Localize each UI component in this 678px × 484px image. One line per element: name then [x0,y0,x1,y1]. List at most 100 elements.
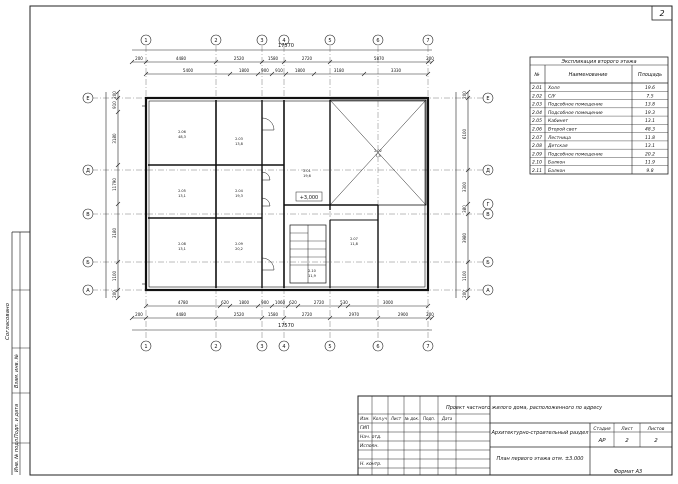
explication-table: Экспликация второго этажа № Наименование… [529,56,669,175]
explication-header-area: Площадь [638,72,662,78]
dimension-label: 380 [462,205,467,213]
grid-axis-label: А [86,288,90,294]
dimension-label: 3330 [391,68,402,73]
grid-axis-marker [82,164,94,176]
title-block-text: Проект частного жилого дома, расположенн… [360,405,665,475]
dimension-label: 2720 [302,312,313,317]
explication-header-name: Наименование [569,72,608,78]
grid-axis-marker [422,340,434,352]
grid-axis-marker [324,340,336,352]
grid-axis-marker [482,92,494,104]
svg-text:19,3: 19,3 [235,194,243,198]
grid-axis-label: Д [86,168,90,174]
dimension-label: 1580 [268,312,279,317]
dimension-label: 3180 [112,227,117,238]
tb-role-head: Нач. отд. [360,434,382,440]
sheet-header: Лист [620,426,633,432]
svg-text:2.01: 2.01 [303,169,311,173]
grid-axis-label: Г [486,202,489,208]
dimension-tick [269,303,275,309]
dimension-label: 1060 [275,300,286,305]
dimension-label: 620 [221,300,229,305]
grid-axis-marker [82,256,94,268]
svg-text:11,8: 11,8 [350,242,358,246]
grid-axis-marker [482,164,494,176]
dimension-tick [465,167,471,173]
dimension-label: 1800 [239,300,250,305]
table-cell-num: 2.11 [532,168,542,174]
dimension-tick [129,59,135,65]
tb-header-list: Лист [390,416,402,421]
grid-axis-marker [82,284,94,296]
dimension-tick [295,303,301,309]
grid-axis-marker [210,340,222,352]
tb-header-kol: Кол.уч [373,416,387,421]
dimension-label: 200 [135,312,143,317]
grid-axis-label: 4 [282,38,285,44]
table-cell-area: 11.8 [645,135,655,141]
dimension-tick [429,315,435,321]
dimension-tick [143,303,149,309]
dimension-label: 200 [462,290,467,298]
table-cell-name: Балкон [548,168,565,174]
svg-text:13,1: 13,1 [178,247,186,251]
dimension-label: 2720 [314,300,325,305]
grid-axis-label: 1 [144,38,147,44]
grid-axis-marker [210,34,222,46]
table-cell-num: 2.02 [532,93,542,99]
dimension-label: 3000 [383,300,394,305]
grid-axis-label: 2 [214,38,217,44]
dimension-label: 4480 [176,312,187,317]
grid-axis-label: Б [486,260,490,266]
grid-axis-marker [324,34,336,46]
table-cell-area: 13.1 [645,118,655,124]
table-cell-num: 2.01 [532,85,542,91]
grid-axis-marker [372,34,384,46]
table-cell-area: 48.3 [645,127,655,133]
dimension-label: 5400 [183,68,194,73]
dimension-label: 200 [426,312,434,317]
dimension-tick [213,59,219,65]
grid-axis-label: В [486,212,490,218]
svg-text:2.04: 2.04 [235,189,244,193]
level-mark-text: +3,000 [300,195,319,201]
dimension-tick [227,71,233,77]
dimension-label: 910 [275,68,283,73]
side-stamp-inv-orig: Инв. № подл. [14,438,20,473]
grid-axis-label: 4 [282,344,285,350]
svg-text:19,6: 19,6 [303,174,311,178]
side-stamp: Согласовано Взам. инв. № Подп. и дата Ин… [5,231,30,475]
grid-axis-label: 5 [328,38,331,44]
dimension-tick [283,71,289,77]
level-mark: +3,000 [295,191,323,202]
grid-axis-marker [140,340,152,352]
grid-axis-label: 3 [260,344,263,350]
table-cell-num: 2.05 [532,118,542,124]
dimension-label: 200 [462,91,467,99]
section-name: Архитектурно-строительный раздел [491,430,590,436]
dimension-label: 3180 [334,68,345,73]
dimension-tick [361,71,367,77]
table-cell-name: Холл [547,85,560,91]
dimension-label: 1800 [295,68,306,73]
grid-axis-marker [482,284,494,296]
grid-axis-marker [82,208,94,220]
building-walls [142,96,430,292]
dimension-tick [213,315,219,321]
dimension-tick [129,315,135,321]
grid-axis-marker [256,34,268,46]
table-cell-name: Детская [547,143,568,149]
drawing-name: План первого этажа отм. ±3.000 [497,456,584,462]
dimension-label: 2900 [398,312,409,317]
svg-text:7,5: 7,5 [375,154,381,158]
svg-text:2.06: 2.06 [178,130,186,134]
room-label: 2.027,5 [374,149,382,158]
dimension-tick [327,315,333,321]
